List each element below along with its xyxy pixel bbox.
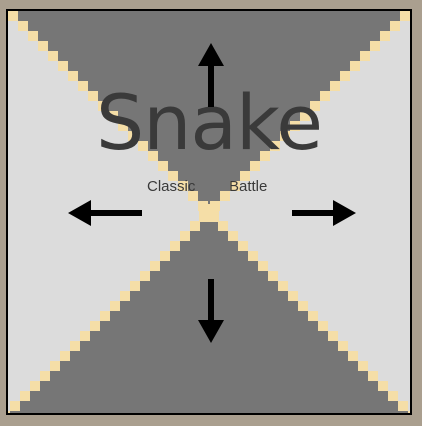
snake-segment xyxy=(160,251,170,261)
snake-segment xyxy=(290,121,300,131)
snake-segment xyxy=(308,311,318,321)
snake-segment xyxy=(128,131,138,141)
snake-segment xyxy=(158,161,168,171)
snake-segment xyxy=(78,81,88,91)
snake-junction xyxy=(199,204,219,222)
snake-segment xyxy=(68,71,78,81)
snake-segment xyxy=(358,361,368,371)
snake-segment xyxy=(108,111,118,121)
snake-segment xyxy=(338,341,348,351)
snake-segment xyxy=(240,171,250,181)
snake-segment xyxy=(40,371,50,381)
snake-segment xyxy=(330,81,340,91)
snake-segment xyxy=(248,251,258,261)
snake-segment xyxy=(110,301,120,311)
snake-segment xyxy=(178,181,188,191)
snake-segment xyxy=(90,321,100,331)
snake-segment xyxy=(288,291,298,301)
snake-segment xyxy=(270,141,280,151)
snake-segment xyxy=(360,51,370,61)
snake-segment xyxy=(348,351,358,361)
snake-segment xyxy=(120,291,130,301)
snake-segment xyxy=(130,281,140,291)
snake-segment xyxy=(118,121,128,131)
snake-segment xyxy=(88,91,98,101)
game-board[interactable]: Snake Classic Battle xyxy=(6,9,412,415)
snake-segment xyxy=(38,41,48,51)
snake-segment xyxy=(58,61,68,71)
snake-segment xyxy=(80,331,90,341)
snake-segment xyxy=(48,51,58,61)
snake-segment xyxy=(230,181,240,191)
snake-segment xyxy=(98,101,108,111)
snake-segment xyxy=(378,381,388,391)
snake-segment xyxy=(28,31,38,41)
snake-segment xyxy=(18,21,28,31)
snake-segment xyxy=(320,91,330,101)
snake-segment xyxy=(140,271,150,281)
snake-segment xyxy=(260,151,270,161)
snake-segment xyxy=(10,401,20,411)
snake-segment xyxy=(8,411,10,413)
snake-segment xyxy=(148,151,158,161)
snake-segment xyxy=(60,351,70,361)
snake-segment xyxy=(100,311,110,321)
snake-segment xyxy=(228,231,238,241)
snake-segment xyxy=(390,21,400,31)
snake-segment xyxy=(250,161,260,171)
snake-segment xyxy=(238,241,248,251)
snake-segment xyxy=(268,271,278,281)
snake-segment xyxy=(400,11,410,21)
snake-segment xyxy=(30,381,40,391)
snake-segment xyxy=(300,111,310,121)
snake-segment xyxy=(318,321,328,331)
arrow-left-icon[interactable] xyxy=(68,200,142,226)
arrow-down-icon[interactable] xyxy=(198,279,224,343)
snake-segment xyxy=(388,391,398,401)
snake-segment xyxy=(368,371,378,381)
snake-segment xyxy=(328,331,338,341)
snake-segment xyxy=(220,191,230,201)
snake-segment xyxy=(170,241,180,251)
snake-segment xyxy=(50,361,60,371)
snake-segment xyxy=(168,171,178,181)
snake-segment xyxy=(138,141,148,151)
snake-segment xyxy=(298,301,308,311)
snake-segment xyxy=(370,41,380,51)
snake-segment xyxy=(380,31,390,41)
mode-battle-button[interactable]: Battle xyxy=(229,178,268,195)
snake-segment xyxy=(340,71,350,81)
snake-diagonal-path xyxy=(8,11,410,413)
snake-segment xyxy=(278,281,288,291)
snake-segment xyxy=(180,231,190,241)
snake-segment xyxy=(398,401,408,411)
mode-classic-button[interactable]: Classic xyxy=(147,178,196,195)
board-dark-top-region xyxy=(8,11,410,212)
snake-segment xyxy=(20,391,30,401)
snake-segment xyxy=(188,191,198,201)
snake-segment xyxy=(150,261,160,271)
snake-segment xyxy=(190,221,200,231)
snake-segment xyxy=(218,221,228,231)
snake-segment xyxy=(8,11,18,21)
snake-segment xyxy=(258,261,268,271)
snake-segment xyxy=(280,131,290,141)
snake-segment xyxy=(310,101,320,111)
arrow-up-icon[interactable] xyxy=(198,43,224,107)
snake-segment xyxy=(70,341,80,351)
arrow-right-icon[interactable] xyxy=(292,200,356,226)
snake-segment xyxy=(350,61,360,71)
snake-segment xyxy=(408,411,410,413)
